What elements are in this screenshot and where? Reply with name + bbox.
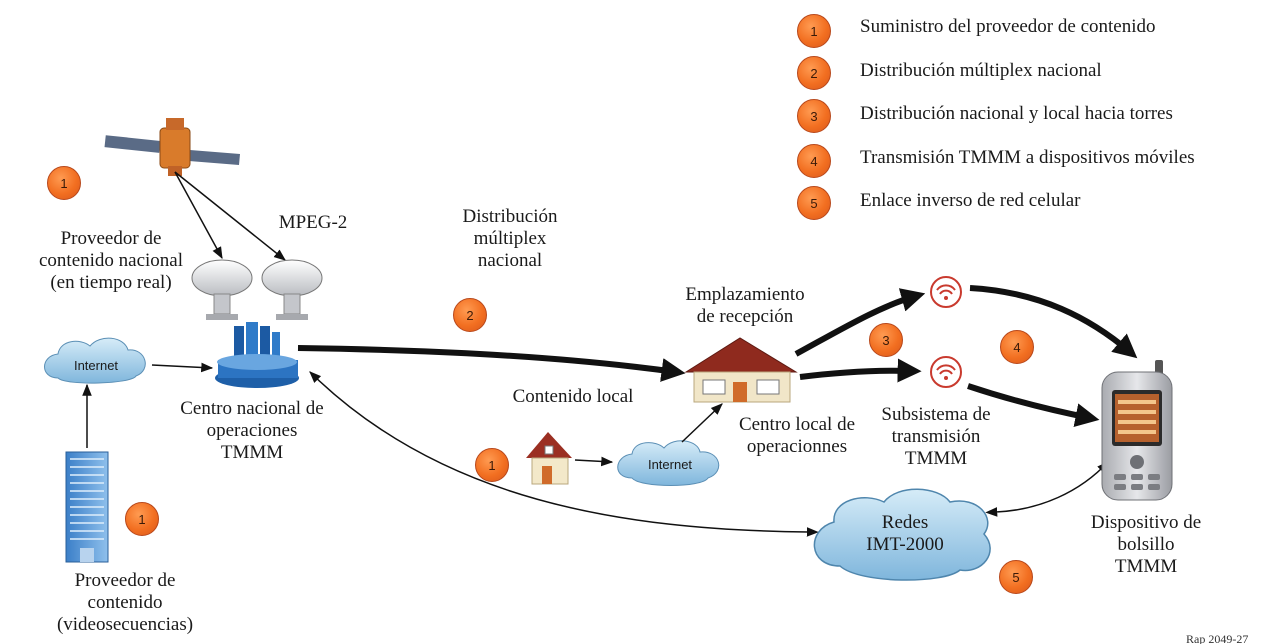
- mobile-broadcast-arrow: [969, 285, 1138, 359]
- national-center-label: Centro nacional de operaciones TMMM: [180, 398, 324, 463]
- transmitter-tower-icon: [930, 356, 962, 388]
- handheld-device-icon: [1101, 360, 1173, 501]
- step-badge: 5: [999, 560, 1033, 594]
- local-content-house-icon: [526, 432, 572, 485]
- local-content-label: Contenido local: [512, 386, 634, 407]
- satellite-icon: [104, 118, 240, 176]
- tower-distribution-arrow: [794, 288, 926, 357]
- phone-imt-link-arrow: [985, 461, 1109, 517]
- internet-cloud-label: Internet: [73, 358, 119, 373]
- transmitter-tower-icon: [930, 276, 962, 308]
- local-center-label: Centro local de operacionnes: [738, 414, 856, 457]
- step-badge: 3: [869, 323, 903, 357]
- imt2000-cloud: [813, 488, 991, 581]
- legend-badge: 3: [797, 99, 831, 133]
- legend-badge: 5: [797, 186, 831, 220]
- step-badge: 2: [453, 298, 487, 332]
- step-badge: 4: [1000, 330, 1034, 364]
- legend-item-label: Enlace inverso de red celular: [860, 190, 1081, 211]
- downlink-arrow: [174, 171, 286, 261]
- internet-cloud-label: Internet: [647, 457, 693, 472]
- step-badge: 1: [47, 166, 81, 200]
- step-badge: 1: [475, 448, 509, 482]
- reception-site-icon: [684, 337, 798, 403]
- legend-badge: 1: [797, 14, 831, 48]
- mobile-broadcast-arrow: [967, 383, 1100, 427]
- dish-antenna-icon: [261, 259, 323, 320]
- mux-distribution-label: Distribución múltiplex nacional: [462, 206, 558, 271]
- video-provider-label: Proveedor de contenido (videosecuencias): [56, 570, 194, 635]
- internet-to-reception-arrow: [681, 403, 723, 443]
- handheld-device-label: Dispositivo de bolsillo TMMM: [1090, 512, 1202, 577]
- transmission-subsystem-label: Subsistema de transmisión TMMM: [881, 404, 991, 469]
- downlink-arrow: [174, 171, 223, 260]
- national-operations-center-icon: [215, 322, 299, 388]
- mux-distribution-arrow: [297, 345, 686, 382]
- reverse-link-arrow: [309, 371, 819, 537]
- internet-cloud-local: [617, 440, 720, 486]
- step-badge: 1: [125, 502, 159, 536]
- building-icon: [65, 451, 109, 563]
- legend-badge: 2: [797, 56, 831, 90]
- mpeg2-label: MPEG-2: [278, 212, 348, 233]
- internet-to-center-arrow: [151, 362, 214, 373]
- reception-site-label: Emplazamiento de recepción: [685, 284, 805, 327]
- imt2000-cloud-label: Redes IMT-2000: [866, 512, 944, 555]
- legend-item-label: Suministro del proveedor de contenido: [860, 16, 1156, 37]
- legend-item-label: Distribución nacional y local hacia torr…: [860, 103, 1173, 124]
- legend-item-label: Distribución múltiplex nacional: [860, 60, 1102, 81]
- tower-distribution-arrow: [799, 358, 922, 383]
- dish-antenna-icon: [191, 259, 253, 320]
- national-provider-label: Proveedor de contenido nacional (en tiem…: [38, 228, 184, 293]
- house-to-internet-arrow: [574, 456, 614, 467]
- legend-badge: 4: [797, 144, 831, 178]
- legend-item-label: Transmisión TMMM a dispositivos móviles: [860, 147, 1195, 168]
- figure-code: Rap 2049-27: [1186, 632, 1249, 644]
- internet-cloud-left: [44, 337, 146, 384]
